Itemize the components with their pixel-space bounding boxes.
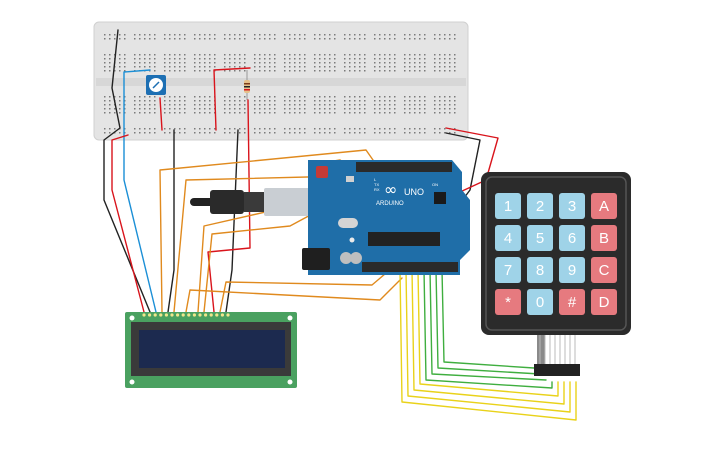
potentiometer[interactable] [146, 75, 166, 95]
arduino-on-label: ON [432, 182, 438, 187]
wire-yellow [411, 269, 565, 405]
keypad-key[interactable]: 1 [495, 193, 521, 219]
resistor[interactable] [244, 70, 250, 100]
wire-yellow [417, 269, 559, 397]
wire-green [435, 269, 541, 375]
keypad-key[interactable]: 5 [527, 225, 553, 251]
wire-green [441, 269, 535, 369]
keypad-key[interactable]: 7 [495, 257, 521, 283]
wire-yellow [399, 269, 577, 421]
wire-red [159, 97, 163, 131]
wire-orange [219, 267, 393, 313]
wire-black [225, 129, 239, 313]
keypad-key[interactable]: 2 [527, 193, 553, 219]
wire-blue [123, 69, 157, 313]
arduino-rx-label: RX [374, 187, 380, 192]
arduino-brand-label: ARDUINO [376, 201, 404, 207]
breadboard-holes [104, 34, 456, 134]
usb-cable [190, 188, 310, 216]
wire-red [111, 134, 145, 313]
wire-red [207, 99, 251, 313]
keypad-connector-pins [539, 335, 576, 364]
keypad-key[interactable]: B [591, 225, 617, 251]
keypad-key[interactable]: 3 [559, 193, 585, 219]
keypad-connector [534, 364, 580, 376]
wire-green [423, 269, 553, 389]
arduino-logo: ∞ [384, 180, 397, 199]
breadboard[interactable] [93, 21, 469, 141]
keypad-key[interactable]: 4 [495, 225, 521, 251]
lcd-screen [139, 330, 285, 368]
keypad-key[interactable]: 8 [527, 257, 553, 283]
wires [103, 29, 577, 421]
wire-green [429, 269, 547, 381]
arduino-l-label: L [374, 177, 377, 182]
wire-red [213, 67, 251, 131]
keypad-key[interactable]: 9 [559, 257, 585, 283]
wire-black [167, 129, 175, 313]
arduino-model-label: UNO [404, 187, 424, 197]
arduino-board[interactable]: ∞ UNO ARDUINO TX RX L ON [302, 160, 470, 275]
keypad-key[interactable]: D [591, 289, 617, 315]
keypad-key[interactable]: 0 [527, 289, 553, 315]
keypad-key[interactable]: A [591, 193, 617, 219]
keypad-key[interactable]: C [591, 257, 617, 283]
keypad-key[interactable]: 6 [559, 225, 585, 251]
lcd-module[interactable] [125, 312, 297, 388]
wire-orange [185, 277, 403, 313]
lcd-pins [142, 313, 230, 317]
keypad-key[interactable]: * [495, 289, 521, 315]
arduino-tx-label: TX [374, 182, 379, 187]
wire-yellow [405, 269, 571, 413]
wire-black [103, 29, 151, 313]
keypad-key[interactable]: # [559, 289, 585, 315]
